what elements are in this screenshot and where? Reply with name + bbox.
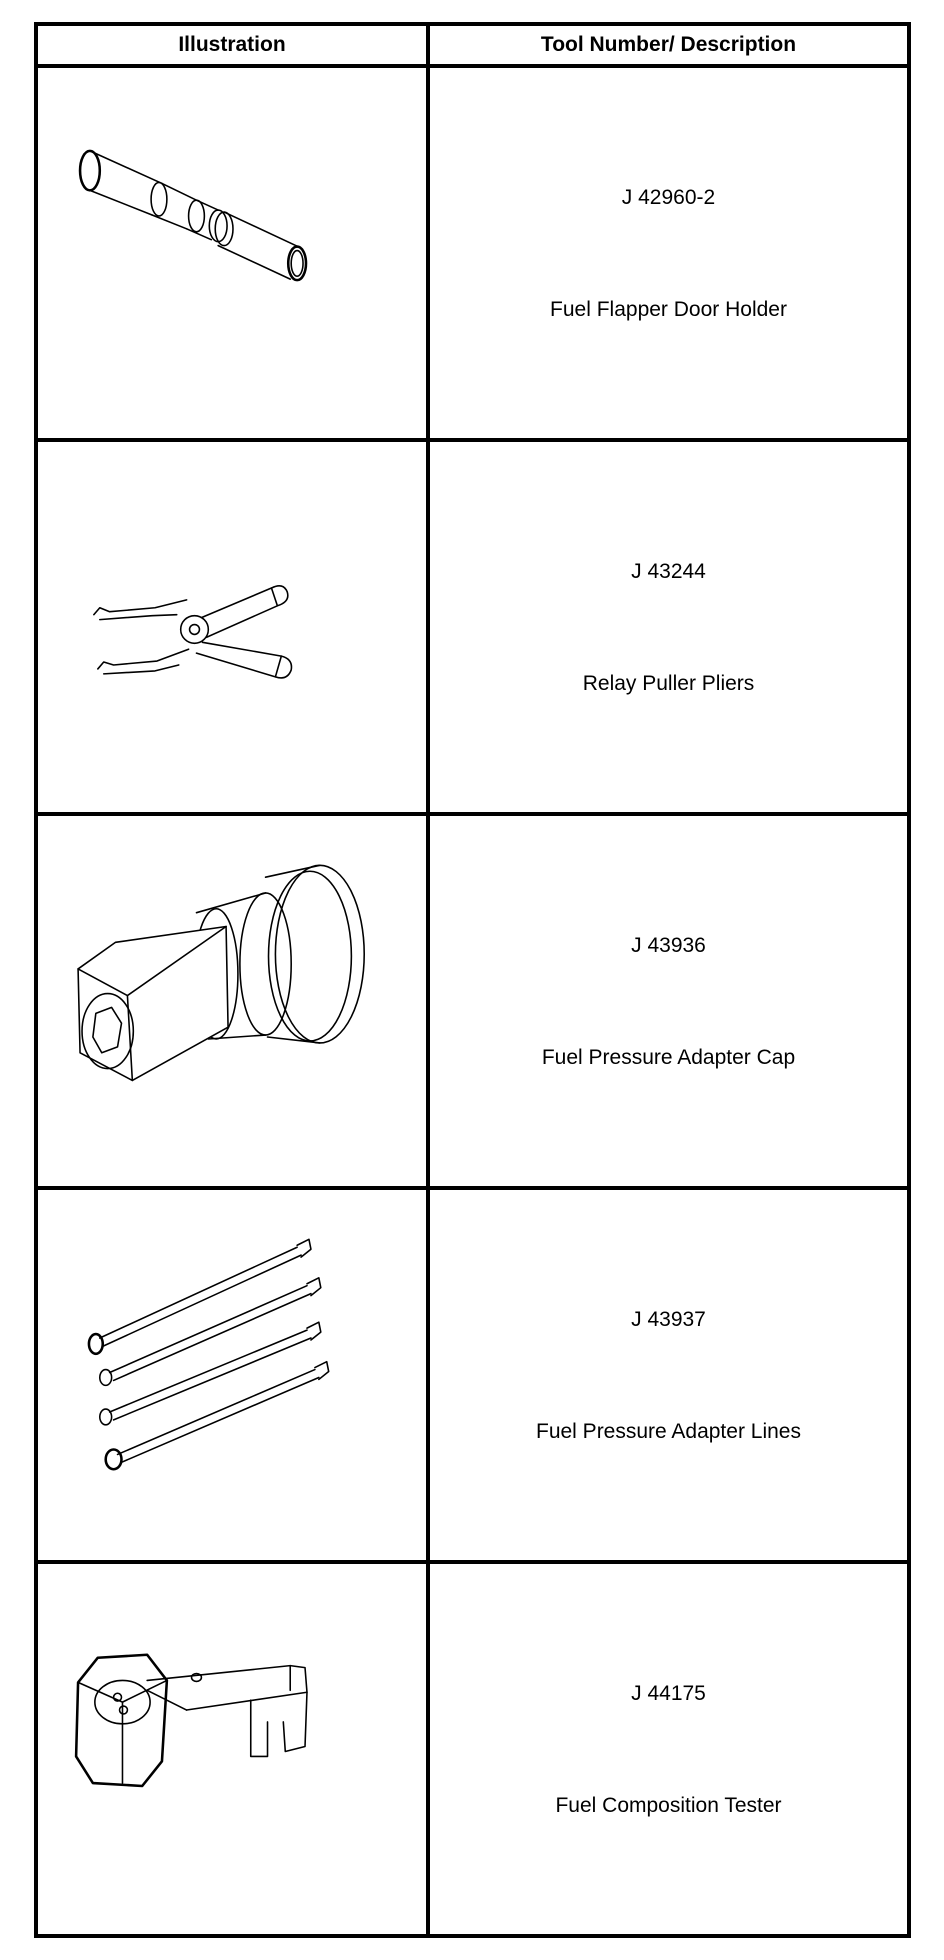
tool-description-cell: J 42960-2 Fuel Flapper Door Holder bbox=[426, 64, 911, 442]
header-row: Illustration Tool Number/ Description bbox=[34, 22, 911, 68]
adapter-line bbox=[87, 1238, 312, 1356]
fuel-flapper-door-holder-icon bbox=[78, 149, 308, 282]
tool-description: Fuel Flapper Door Holder bbox=[550, 298, 787, 321]
illustration-cell bbox=[34, 438, 430, 816]
illustration-cell bbox=[34, 1186, 430, 1564]
tool-description: Fuel Composition Tester bbox=[555, 1794, 782, 1817]
tool-description-cell: J 43936 Fuel Pressure Adapter Cap bbox=[426, 812, 911, 1190]
illustration-cell bbox=[34, 812, 430, 1190]
illustration-cell bbox=[34, 64, 430, 442]
fuel-composition-tester-icon bbox=[74, 1653, 308, 1788]
tool-number: J 43936 bbox=[631, 934, 706, 957]
table-row: J 43936 Fuel Pressure Adapter Cap bbox=[34, 812, 911, 1190]
tool-description: Fuel Pressure Adapter Cap bbox=[541, 1046, 796, 1069]
tool-description: Relay Puller Pliers bbox=[582, 672, 755, 695]
adapter-line bbox=[98, 1277, 322, 1387]
table-row: J 43937 Fuel Pressure Adapter Lines bbox=[34, 1186, 911, 1564]
header-illustration: Illustration bbox=[34, 22, 430, 68]
header-tool-description: Tool Number/ Description bbox=[426, 22, 911, 68]
tool-description-cell: J 43937 Fuel Pressure Adapter Lines bbox=[426, 1186, 911, 1564]
adapter-line bbox=[104, 1360, 330, 1471]
fuel-pressure-adapter-cap-icon bbox=[77, 864, 366, 1082]
table-row: J 42960-2 Fuel Flapper Door Holder bbox=[34, 64, 911, 442]
tools-table: Illustration Tool Number/ Description bbox=[34, 22, 911, 1938]
tool-number: J 43937 bbox=[631, 1308, 706, 1331]
tool-description-cell: J 44175 Fuel Composition Tester bbox=[426, 1560, 911, 1938]
tool-description-cell: J 43244 Relay Puller Pliers bbox=[426, 438, 911, 816]
adapter-line bbox=[98, 1321, 322, 1426]
relay-puller-pliers-icon bbox=[93, 585, 293, 679]
illustration-cell bbox=[34, 1560, 430, 1938]
tool-number: J 42960-2 bbox=[621, 186, 716, 209]
table-row: J 44175 Fuel Composition Tester bbox=[34, 1560, 911, 1938]
tool-number: J 43244 bbox=[631, 560, 706, 583]
tool-description: Fuel Pressure Adapter Lines bbox=[536, 1420, 801, 1443]
fuel-pressure-adapter-lines-icon bbox=[87, 1238, 330, 1471]
tool-number: J 44175 bbox=[631, 1682, 706, 1705]
table-row: J 43244 Relay Puller Pliers bbox=[34, 438, 911, 816]
